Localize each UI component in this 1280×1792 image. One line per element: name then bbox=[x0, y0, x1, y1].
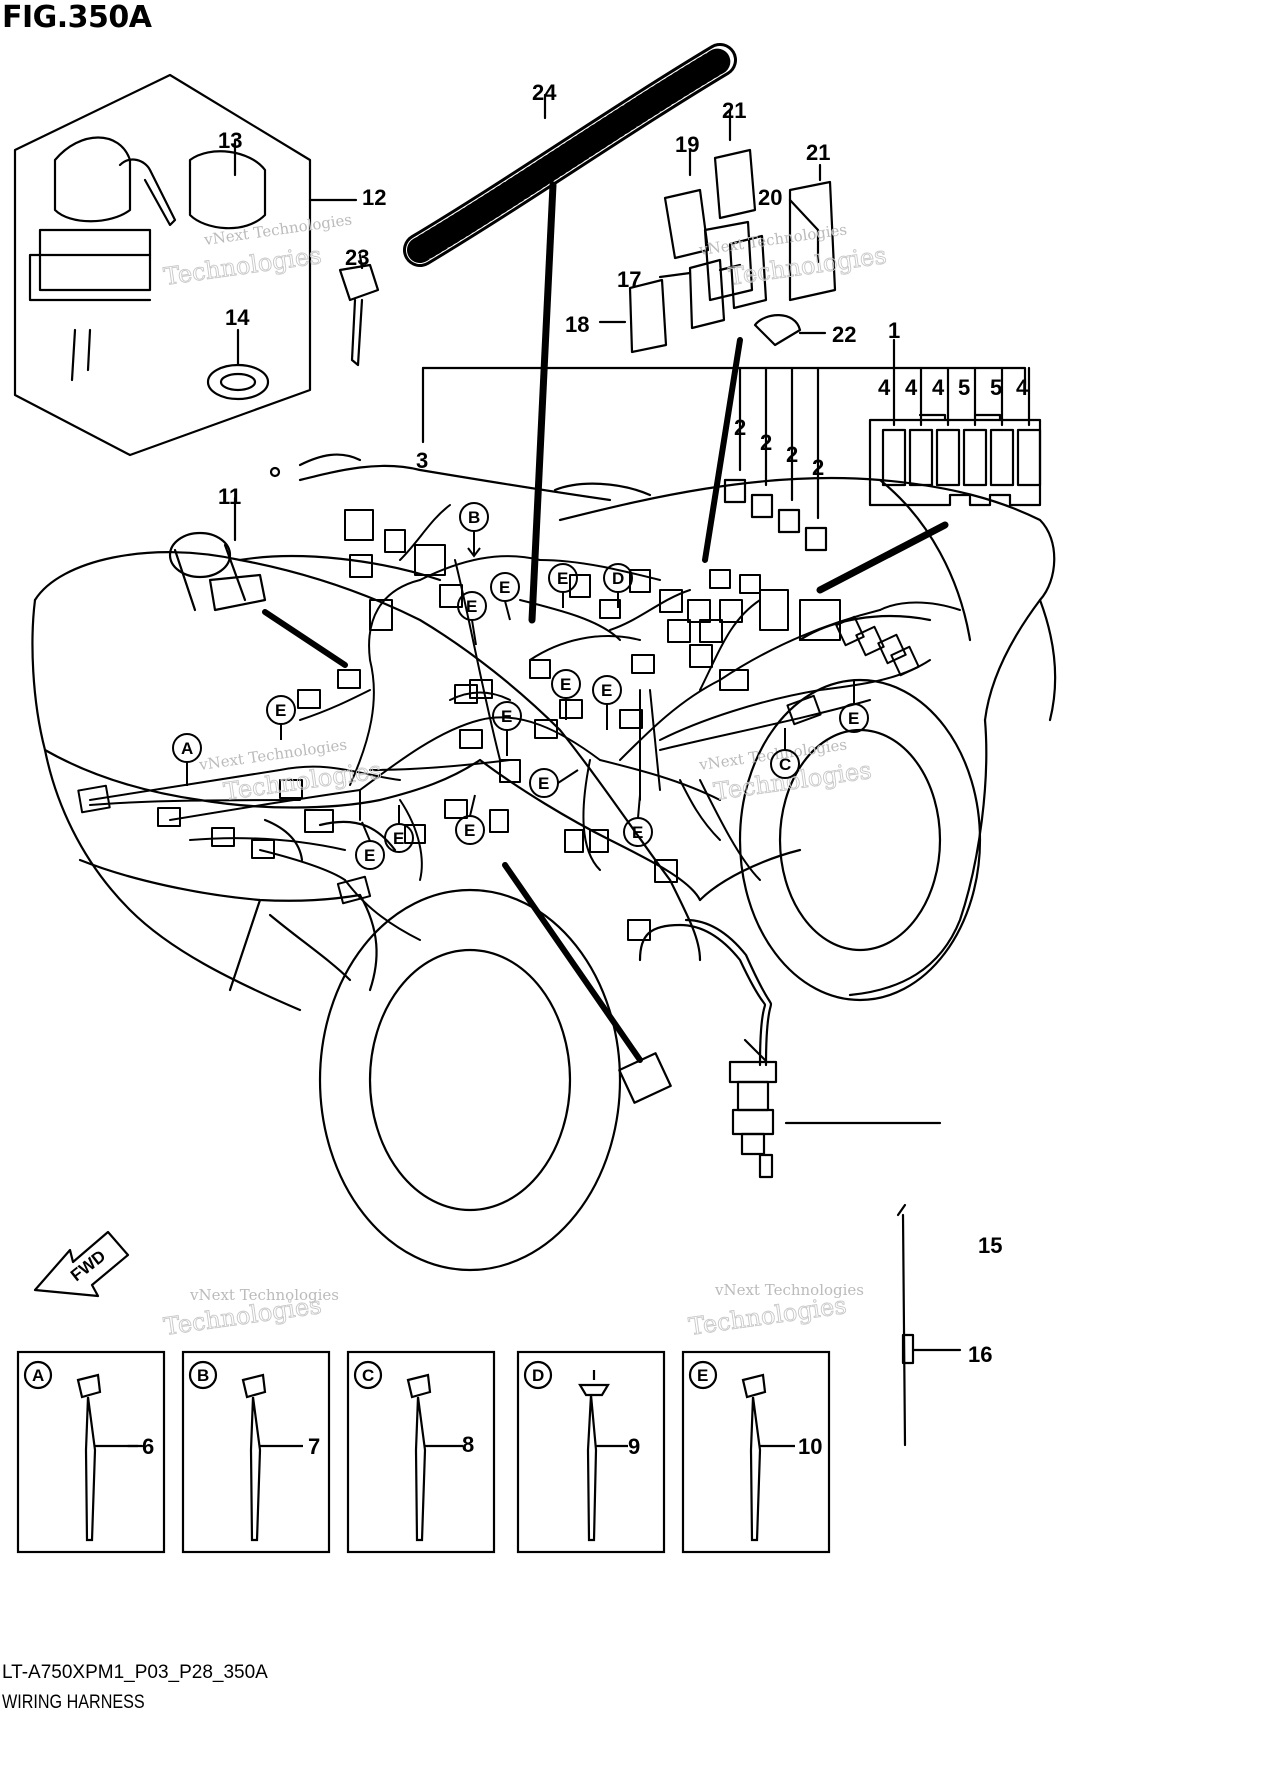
callout-4-d: 4 bbox=[1016, 375, 1029, 400]
marker-e-10: E bbox=[364, 846, 375, 865]
callout-17: 17 bbox=[617, 267, 641, 292]
detail-c-part: 8 bbox=[462, 1432, 474, 1457]
callout-5-a: 5 bbox=[958, 375, 970, 400]
watermark-2: Technologies bbox=[162, 241, 323, 291]
relay-cluster bbox=[598, 108, 837, 354]
callout-12: 12 bbox=[362, 185, 386, 210]
ignition-switch-group bbox=[13, 73, 380, 457]
callout-22: 22 bbox=[832, 322, 856, 347]
detail-c-letter: C bbox=[362, 1366, 374, 1385]
watermark-9: vNext Technologies bbox=[189, 1286, 339, 1304]
marker-e-9: E bbox=[393, 829, 404, 848]
oxygen-sensor bbox=[618, 918, 942, 1179]
marker-e-8: E bbox=[538, 774, 549, 793]
watermark-1: vNext Technologies bbox=[202, 210, 353, 249]
socket-11 bbox=[168, 496, 267, 612]
callout-24: 24 bbox=[532, 80, 557, 105]
harness-wires bbox=[89, 504, 961, 941]
callout-4-a: 4 bbox=[878, 375, 891, 400]
detail-d-letter: D bbox=[532, 1366, 544, 1385]
detail-boxes bbox=[16, 1350, 831, 1554]
figure-caption: WIRING HARNESS bbox=[2, 1692, 145, 1713]
callout-2-b: 2 bbox=[760, 430, 772, 455]
callout-4-b: 4 bbox=[905, 375, 918, 400]
detail-a-letter: A bbox=[32, 1366, 44, 1385]
callout-18: 18 bbox=[565, 312, 589, 337]
callout-numbers: 24 21 19 21 20 13 12 23 17 18 22 14 1 4 … bbox=[218, 80, 1029, 1367]
marker-e-12: E bbox=[632, 823, 643, 842]
callout-2-a: 2 bbox=[734, 415, 746, 440]
callout-16: 16 bbox=[968, 1342, 992, 1367]
marker-c: C bbox=[779, 755, 791, 774]
callout-1: 1 bbox=[888, 318, 900, 343]
marker-d: D bbox=[612, 569, 624, 588]
detail-e-letter: E bbox=[697, 1366, 708, 1385]
marker-e-6: E bbox=[601, 681, 612, 700]
clip-16 bbox=[896, 1203, 962, 1447]
marker-a: A bbox=[181, 739, 193, 758]
cable-tie-6 bbox=[76, 1373, 138, 1542]
callout-23: 23 bbox=[345, 245, 369, 270]
callout-4-c: 4 bbox=[932, 375, 945, 400]
marker-e-13: E bbox=[848, 709, 859, 728]
marker-e-1: E bbox=[557, 569, 568, 588]
cable-tie-9 bbox=[578, 1370, 628, 1542]
callout-21-b: 21 bbox=[806, 140, 830, 165]
atv-body-outline bbox=[31, 453, 1057, 1272]
corrugated-tube bbox=[403, 43, 737, 267]
callout-5-b: 5 bbox=[990, 375, 1002, 400]
marker-e-11: E bbox=[464, 821, 475, 840]
marker-e-3: E bbox=[466, 597, 477, 616]
detail-d-part: 9 bbox=[628, 1434, 640, 1459]
cable-tie-8 bbox=[406, 1373, 463, 1542]
callout-2-c: 2 bbox=[786, 442, 798, 467]
cable-tie-7 bbox=[241, 1373, 303, 1542]
detail-b-letter: B bbox=[197, 1366, 209, 1385]
detail-b-part: 7 bbox=[308, 1434, 320, 1459]
marker-b: B bbox=[468, 508, 480, 527]
cable-tie-10 bbox=[741, 1373, 795, 1542]
clip-marker-letters: B D E E E A E E E E E E E E E E C bbox=[181, 508, 859, 865]
detail-a-part: 6 bbox=[142, 1434, 154, 1459]
marker-e-4: E bbox=[275, 701, 286, 720]
callout-15: 15 bbox=[978, 1233, 1002, 1258]
callout-14: 14 bbox=[225, 305, 250, 330]
marker-e-2: E bbox=[499, 578, 510, 597]
callout-2-d: 2 bbox=[812, 455, 824, 480]
fuse-box bbox=[421, 338, 1042, 552]
harness-connectors bbox=[77, 509, 920, 941]
callout-3: 3 bbox=[416, 448, 428, 473]
callout-13: 13 bbox=[218, 128, 242, 153]
marker-e-7: E bbox=[501, 707, 512, 726]
detail-e-part: 10 bbox=[798, 1434, 822, 1459]
figure-title: FIG.350A bbox=[2, 0, 152, 35]
marker-e-5: E bbox=[560, 675, 571, 694]
drawing-code: LT-A750XPM1_P03_P28_350A bbox=[2, 1662, 268, 1683]
callout-19: 19 bbox=[675, 132, 699, 157]
watermark-11: vNext Technologies bbox=[714, 1281, 864, 1299]
fwd-label: FWD bbox=[67, 1246, 109, 1285]
clip-markers bbox=[172, 502, 869, 870]
callout-20: 20 bbox=[758, 185, 782, 210]
callout-11: 11 bbox=[218, 484, 241, 509]
callout-21-a: 21 bbox=[722, 98, 746, 123]
fwd-arrow bbox=[33, 1230, 130, 1298]
detail-box-labels: A B C D E 6 7 8 9 10 bbox=[32, 1366, 822, 1459]
